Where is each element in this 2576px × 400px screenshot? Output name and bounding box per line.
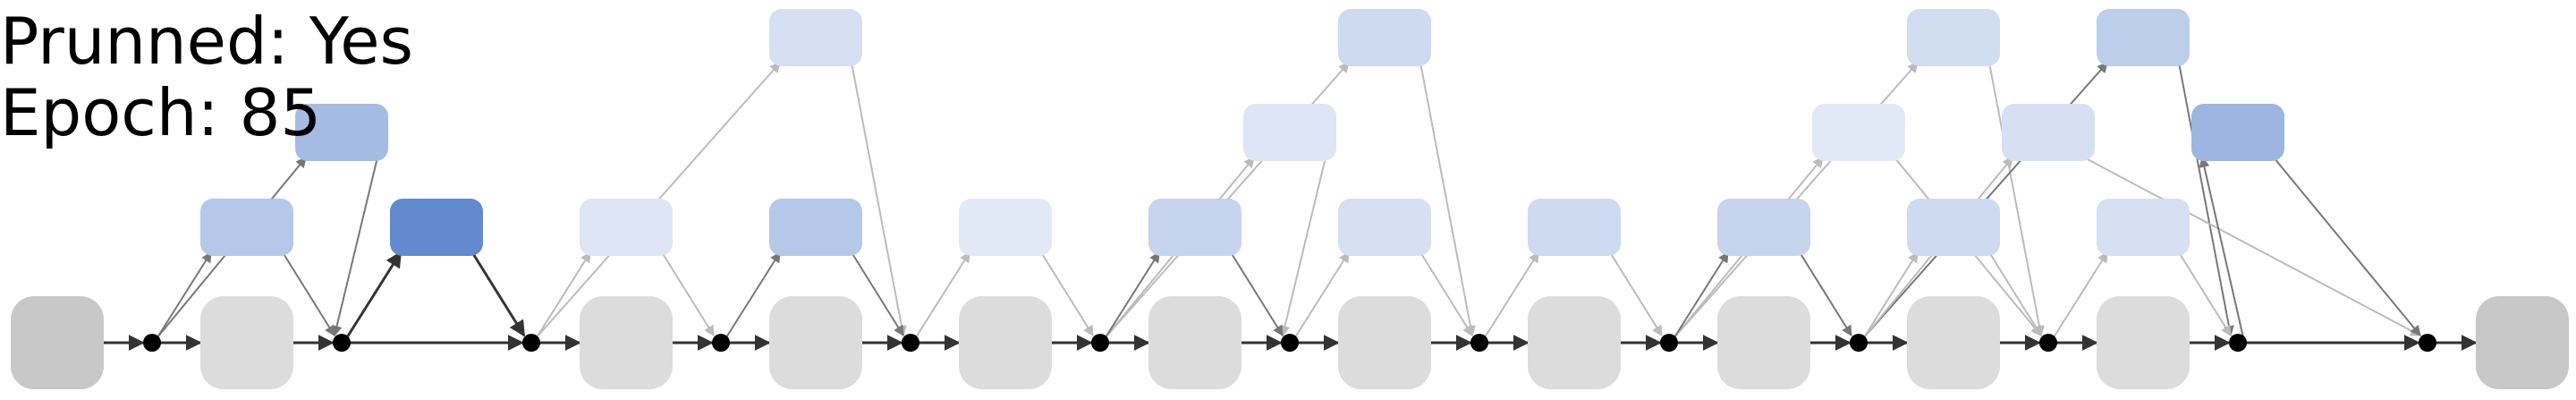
edge [1799,251,1852,337]
cell-node-c18 [1907,199,2000,256]
edge [1988,251,2042,337]
skeleton-node [200,296,293,389]
cell-node-c7 [959,199,1052,256]
skeleton-nodes [11,296,2569,389]
cell-node-c10 [1148,199,1241,256]
cell-node-c12 [1528,199,1621,256]
skeleton-node [1907,296,2000,389]
skeleton-node [2476,296,2569,389]
edge [1863,251,1919,338]
cell-node-c20 [2191,104,2284,161]
cell-node-c2 [200,199,293,256]
junction-dot [712,334,730,352]
edge [1988,62,2045,337]
skeleton-node [580,296,673,389]
junction-dot [2419,334,2436,352]
cell-node-c8 [1338,9,1431,66]
cell-node-c5 [580,199,673,256]
edge [470,251,526,337]
cell-node-c9 [1243,104,1336,161]
junction-dot [1470,334,1488,352]
cell-node-c14 [1812,104,1905,161]
edge [915,251,970,338]
skeleton-node [2097,296,2190,389]
skeleton-node [769,296,862,389]
cell-node-c16 [2002,104,2095,161]
skeleton-node [1148,296,1241,389]
cell-node-c15 [2097,9,2190,66]
junction-dot [902,334,919,352]
edge [345,251,402,338]
junction-dot [143,334,161,352]
junction-dot [1850,334,1868,352]
edge [331,157,378,337]
edge [2083,157,2422,336]
edge [1609,251,1663,337]
edge [1294,251,1350,338]
edge [1105,251,1160,338]
cell-node-c13 [1907,9,2000,66]
skeleton-node [1338,296,1431,389]
edge [1674,251,1729,338]
junction-dot [2039,334,2057,352]
cell-node-c11 [1338,199,1431,256]
junction-dot [2229,334,2247,352]
skeleton-node [11,296,104,389]
cell-nodes [200,9,2284,256]
epoch-value: 85 [239,75,322,150]
edge [536,251,591,338]
junction-dot [522,334,540,352]
edge [1230,251,1284,337]
pruned-label: Prunned: Yes [0,9,413,73]
junctions [143,334,2436,352]
junction-dot [1660,334,1678,352]
edge [282,251,335,337]
skeleton-node [1717,296,1810,389]
edge [661,251,715,337]
edge [2178,251,2232,337]
cell-node-c1 [295,104,388,161]
skeleton-node [959,296,1052,389]
edge [2273,157,2421,336]
cell-node-c3 [390,199,483,256]
edge [1419,62,1476,337]
cell-node-c4 [769,9,862,66]
junction-dot [1281,334,1299,352]
edge [1484,251,1539,338]
skeleton-node [1528,296,1621,389]
pruned-key: Prunned: [0,4,289,79]
edge [2199,156,2244,338]
junction-dot [333,334,351,352]
pruned-value: Yes [309,4,414,79]
cell-node-c6 [769,199,862,256]
edge [725,251,781,338]
epoch-label: Epoch: 85 [0,81,321,145]
edge [1040,251,1094,337]
epoch-key: Epoch: [0,75,219,150]
edge [157,251,212,338]
edge [2053,251,2108,338]
junction-dot [1091,334,1109,352]
cell-node-c17 [1717,199,1810,256]
edge [1279,157,1326,337]
edge [851,251,904,337]
edge [1419,251,1473,337]
cell-node-c19 [2097,199,2190,256]
edge [2178,62,2234,337]
edge [851,62,907,337]
